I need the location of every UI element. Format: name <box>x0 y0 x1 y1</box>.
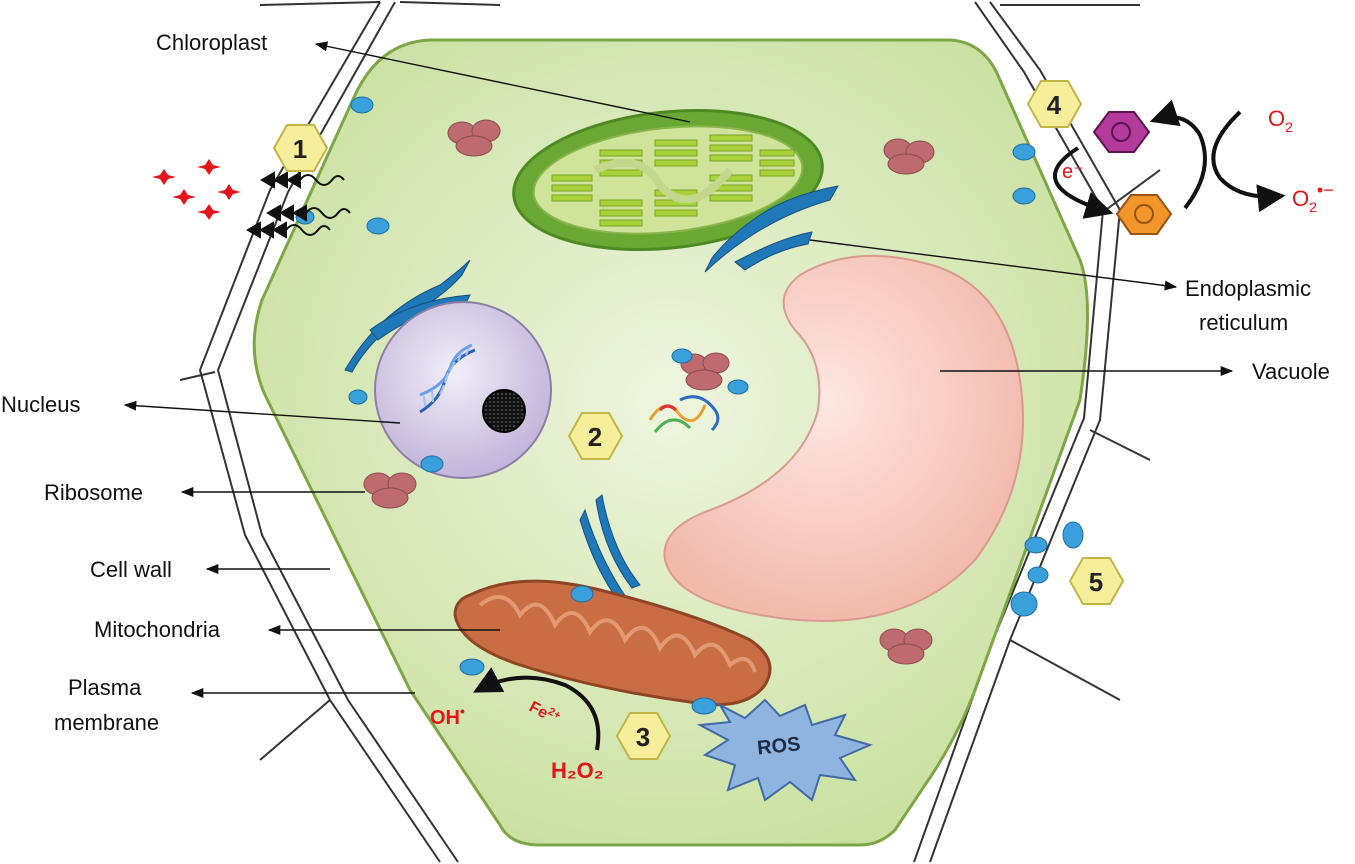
label-cell-wall: Cell wall <box>90 557 172 582</box>
hydrogen-peroxide-label: H₂O₂ <box>551 758 604 783</box>
vesicles <box>295 96 1084 715</box>
label-plasma-membrane-line1: Plasma <box>68 675 142 700</box>
step-number: 4 <box>1047 90 1062 120</box>
step-badge: 1 <box>272 124 329 172</box>
label-vacuole: Vacuole <box>1252 359 1330 384</box>
oxygen-label: O2 <box>1268 106 1293 135</box>
oxidized-molecule-icon <box>1092 111 1151 153</box>
step-number: 2 <box>588 422 602 452</box>
step-badge: 3 <box>615 712 672 760</box>
ribosome-icon <box>363 472 417 509</box>
protein-icon <box>648 395 720 433</box>
iron-label: Fe2+ <box>526 697 562 728</box>
ros-label: ROS <box>756 733 801 759</box>
vacuole <box>663 254 1024 622</box>
leader-lines <box>123 41 1234 699</box>
ribosome-icon <box>879 628 933 665</box>
ribosome-icon <box>883 138 935 175</box>
superoxide-label: O2•− <box>1292 180 1334 215</box>
hydroxyl-radical-label: OH• <box>430 703 465 729</box>
label-plasma-membrane-line2: membrane <box>54 710 159 735</box>
cytoplasm <box>252 38 1089 847</box>
ros-burst <box>696 698 873 802</box>
nucleus <box>374 301 552 479</box>
label-endoplasmic-reticulum-line1: Endoplasmic <box>1185 276 1311 301</box>
electron-label: e⁻ <box>1062 161 1084 183</box>
ribosome-icon <box>447 119 501 157</box>
ribosomes <box>363 119 935 665</box>
fenton-reaction <box>473 667 601 751</box>
chloroplast <box>512 108 824 252</box>
label-chloroplast: Chloroplast <box>156 30 267 55</box>
stress-signals <box>152 159 241 220</box>
mitochondria <box>453 579 772 707</box>
reduced-molecule-icon <box>1115 194 1173 235</box>
step-number: 5 <box>1089 567 1103 597</box>
step-badge: 4 <box>1026 80 1083 128</box>
step-badge: 2 <box>567 412 624 460</box>
label-nucleus: Nucleus <box>1 392 80 417</box>
step-number: 3 <box>636 722 650 752</box>
chemistry-labels: O2 O2•− e⁻ OH• Fe2+ H₂O₂ ROS <box>430 106 1334 783</box>
step-number: 1 <box>293 134 307 164</box>
step-badge: 5 <box>1068 557 1125 605</box>
label-mitochondria: Mitochondria <box>94 617 221 642</box>
redox-cycle <box>1053 99 1286 235</box>
labels: Chloroplast Endoplasmic reticulum Vacuol… <box>1 30 1330 735</box>
label-endoplasmic-reticulum-line2: reticulum <box>1199 310 1288 335</box>
step-badges: 1 2 3 4 5 <box>272 80 1125 760</box>
dna-icon <box>419 343 476 414</box>
membrane-receptors <box>246 171 351 239</box>
label-ribosome: Ribosome <box>44 480 143 505</box>
